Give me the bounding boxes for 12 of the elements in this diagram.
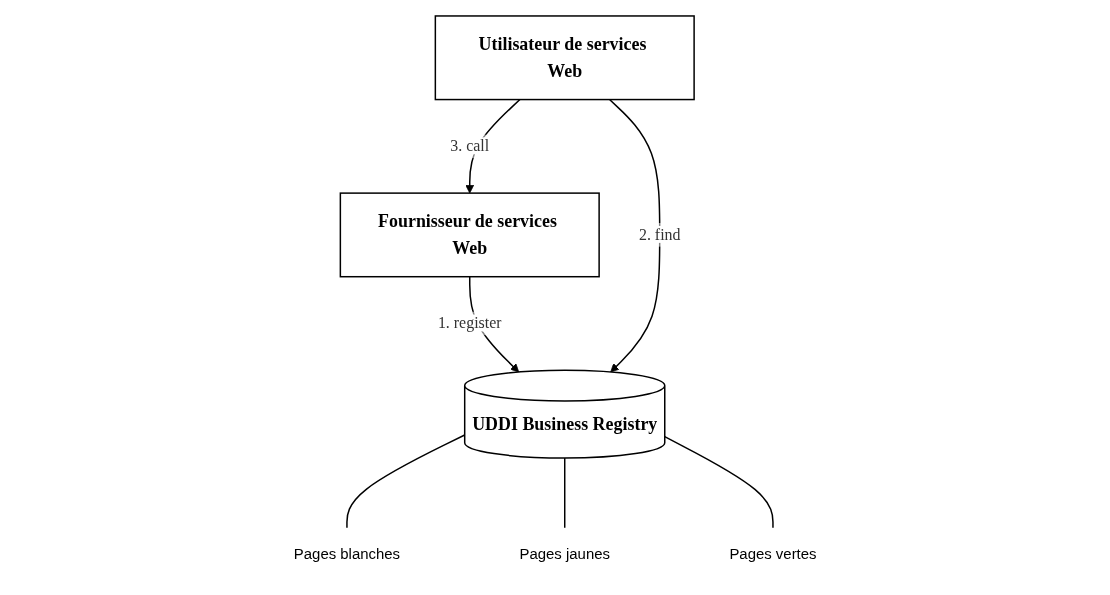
node-text: Pages vertes xyxy=(729,544,817,562)
edge-label: 3. call xyxy=(450,136,490,154)
connector xyxy=(563,456,566,528)
node-text: Pages jaunes xyxy=(519,544,610,562)
node-box: Fournisseur de services Web xyxy=(339,191,600,277)
edge-label: 2. find xyxy=(638,225,681,243)
connector xyxy=(346,433,466,528)
edge-label: 1. register xyxy=(437,314,502,331)
arrow xyxy=(608,98,661,372)
node-text: Pages blanches xyxy=(293,544,400,562)
node-box: Utilisateur de services Web xyxy=(434,14,695,100)
connector xyxy=(663,435,774,528)
